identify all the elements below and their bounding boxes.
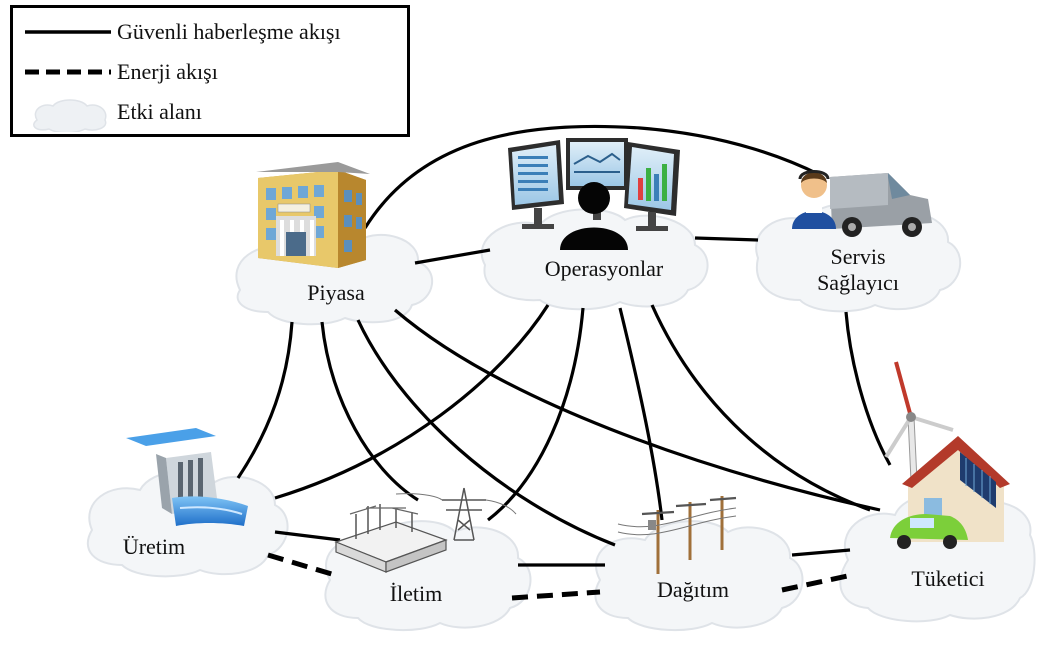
node-label-customer: Tüketici [911,566,984,591]
link-operations-generation [274,304,550,500]
link-market-transmission [320,321,419,502]
legend-label-energy-flow: Enerji akışı [117,59,218,84]
node-label-service-provider-line1: Servis [831,244,886,269]
energy-transmission-distribution [511,589,601,601]
legend-item-secure-comm: Güvenli haberleşme akışı [13,16,407,50]
cloud-icon [33,99,107,132]
node-label-distribution: Dağıtım [657,577,729,602]
cloud-distribution [594,520,804,632]
dashed-line-icon [25,69,111,75]
hydro-dam-icon [126,428,248,526]
control-room-operator-icon [508,138,680,250]
node-label-market: Piyasa [307,280,365,305]
link-market-generation [236,321,294,479]
office-building-icon [256,162,370,268]
link-market-service-arc [363,124,821,229]
energy-generation-transmission [267,552,336,578]
energy-flow-lines [267,552,853,601]
legend: Güvenli haberleşme akışı Enerji akışı Et… [10,5,410,137]
solid-line-icon [25,30,111,34]
link-operations-service [694,236,759,242]
link-generation-transmission [274,530,341,542]
link-distribution-customer [791,548,851,557]
link-market-customer [393,308,881,512]
node-label-service-provider-line2: Sağlayıcı [817,270,899,295]
link-market-distribution [356,319,616,547]
link-operations-distribution [618,307,664,521]
legend-item-energy-flow: Enerji akışı [13,56,407,90]
substation-tower-icon [334,487,517,573]
link-operations-transmission [487,307,585,522]
legend-item-domain: Etki alanı [13,96,407,132]
node-label-operations: Operasyonlar [545,256,664,281]
legend-label-domain: Etki alanı [117,99,202,124]
link-operations-customer [650,304,871,512]
house-wind-solar-ev-icon [884,361,1010,549]
legend-label-secure-comm: Güvenli haberleşme akışı [117,19,341,44]
node-label-transmission: İletim [390,581,443,606]
link-market-operations [414,248,491,265]
node-label-generation: Üretim [123,534,185,559]
link-service-customer [844,311,892,466]
technician-truck-icon [792,170,932,237]
utility-poles-icon [617,496,737,574]
secure-comm-lines [236,124,892,567]
energy-distribution-customer [781,572,853,593]
